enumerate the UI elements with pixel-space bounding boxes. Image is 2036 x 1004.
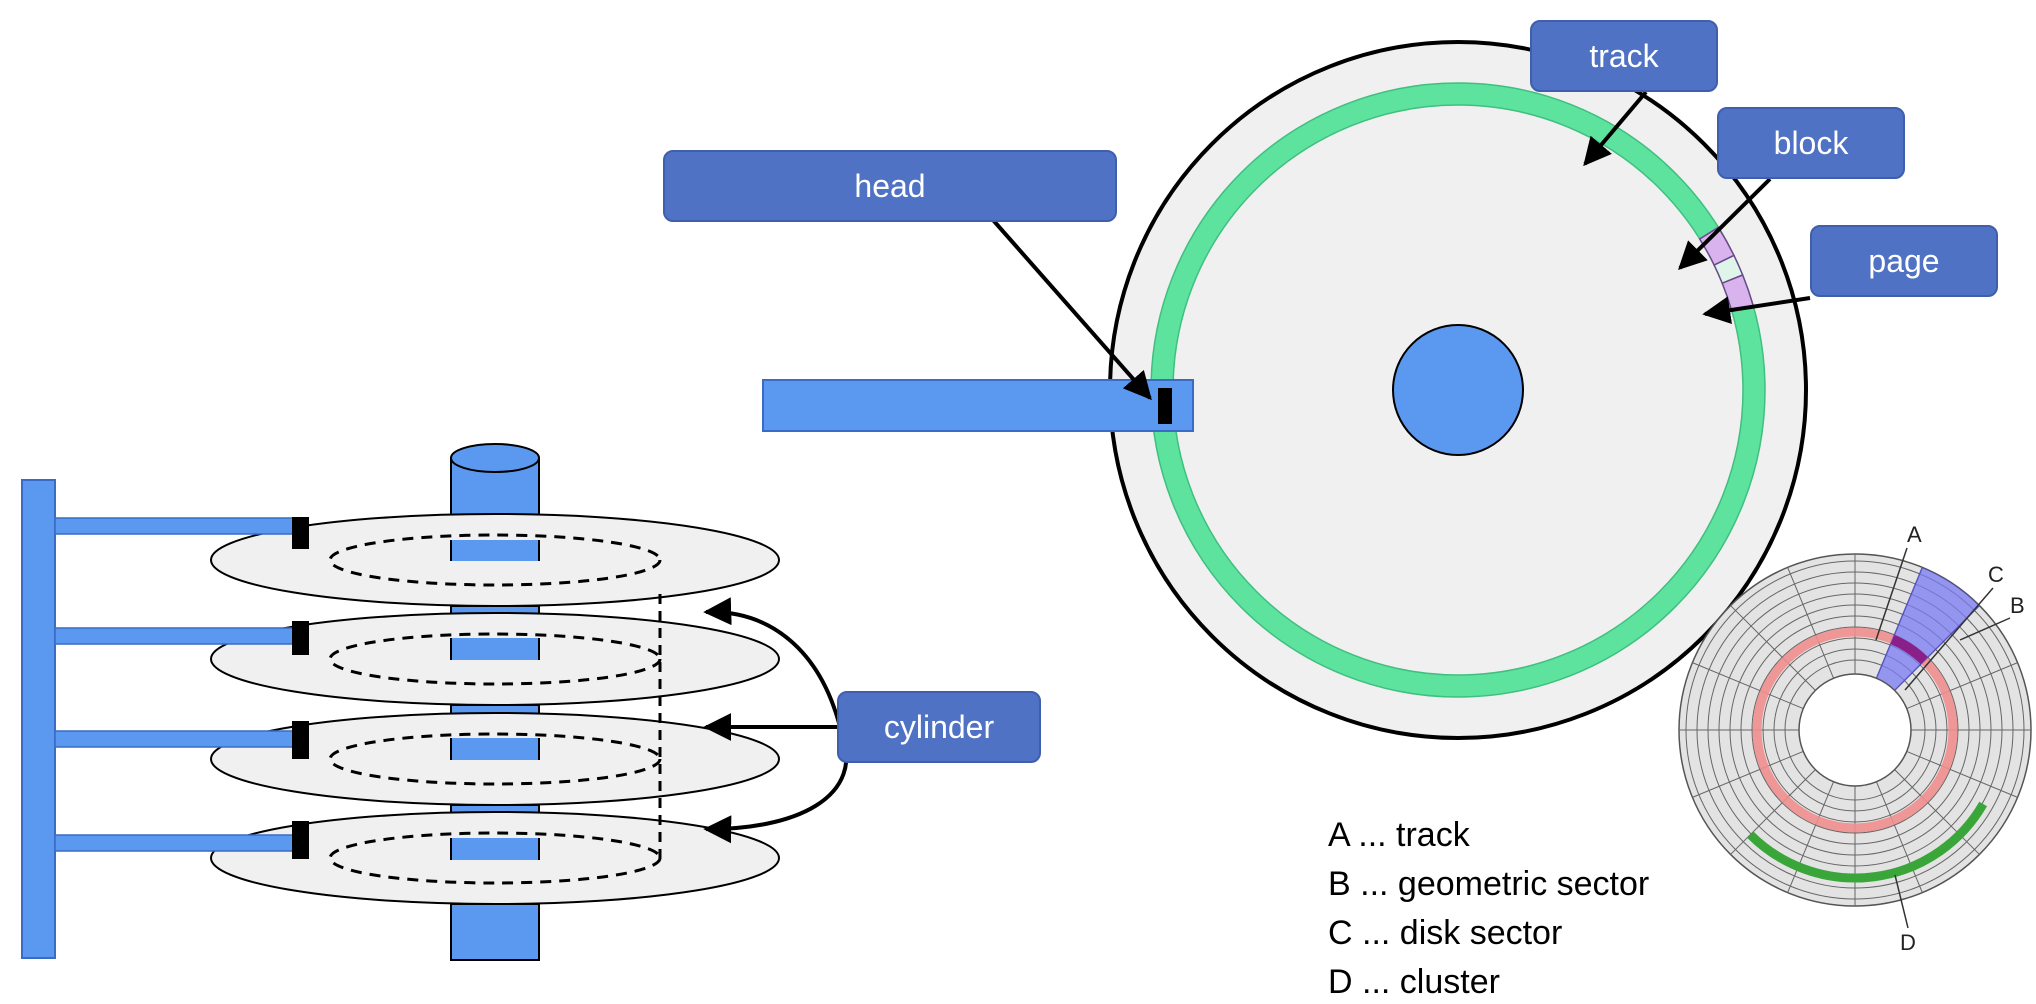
- disk-sector-highlight: [1890, 634, 1928, 665]
- actuator-post: [21, 479, 56, 959]
- sector-divider: [1787, 781, 1835, 893]
- letter-c: C: [1988, 562, 2004, 587]
- legend-cluster: D ... cluster: [1328, 963, 1500, 1001]
- sector-divider: [1730, 769, 1816, 855]
- highlighted-track: [1752, 627, 1958, 833]
- letter-pointer-0: [1875, 547, 1908, 641]
- sector-divider: [1692, 662, 1804, 710]
- sector-divider: [1730, 605, 1816, 691]
- letter-a: A: [1907, 522, 1922, 547]
- sector-divider: [1906, 750, 2018, 798]
- head-label: head: [663, 150, 1117, 222]
- legend-track: A ... track: [1328, 816, 1470, 854]
- letter-pointer-3: [1894, 874, 1909, 929]
- cylinder-label: cylinder: [837, 691, 1041, 763]
- letter-b: B: [2010, 593, 2025, 618]
- sector-divider: [1894, 769, 1980, 855]
- legend-geometric-sector: B ... geometric sector: [1328, 865, 1650, 903]
- read-write-head: [1158, 388, 1172, 424]
- page-label: page: [1810, 225, 1998, 297]
- letter-pointer-1: [1904, 587, 1994, 691]
- spindle-hub: [1392, 324, 1524, 456]
- letter-d: D: [1900, 930, 1916, 955]
- sector-divider: [1787, 567, 1835, 679]
- track-label: track: [1530, 20, 1718, 92]
- letter-pointer-2: [1959, 617, 2011, 641]
- sector-divider: [1906, 662, 2018, 710]
- page-block-segments: [1698, 226, 1755, 313]
- callout-arrows: [703, 90, 1811, 844]
- platter-top-view: [1108, 40, 1808, 740]
- sector-divider: [1692, 750, 1804, 798]
- platter-stack-side-view: [21, 443, 780, 961]
- legend-disk-sector: C ... disk sector: [1328, 914, 1563, 952]
- sector-diagram: [1678, 553, 2032, 907]
- block-label: block: [1717, 107, 1905, 179]
- head-arm-top-view: [762, 379, 1194, 432]
- cluster-arc: [1747, 801, 1988, 883]
- sector-divider: [1875, 781, 1923, 893]
